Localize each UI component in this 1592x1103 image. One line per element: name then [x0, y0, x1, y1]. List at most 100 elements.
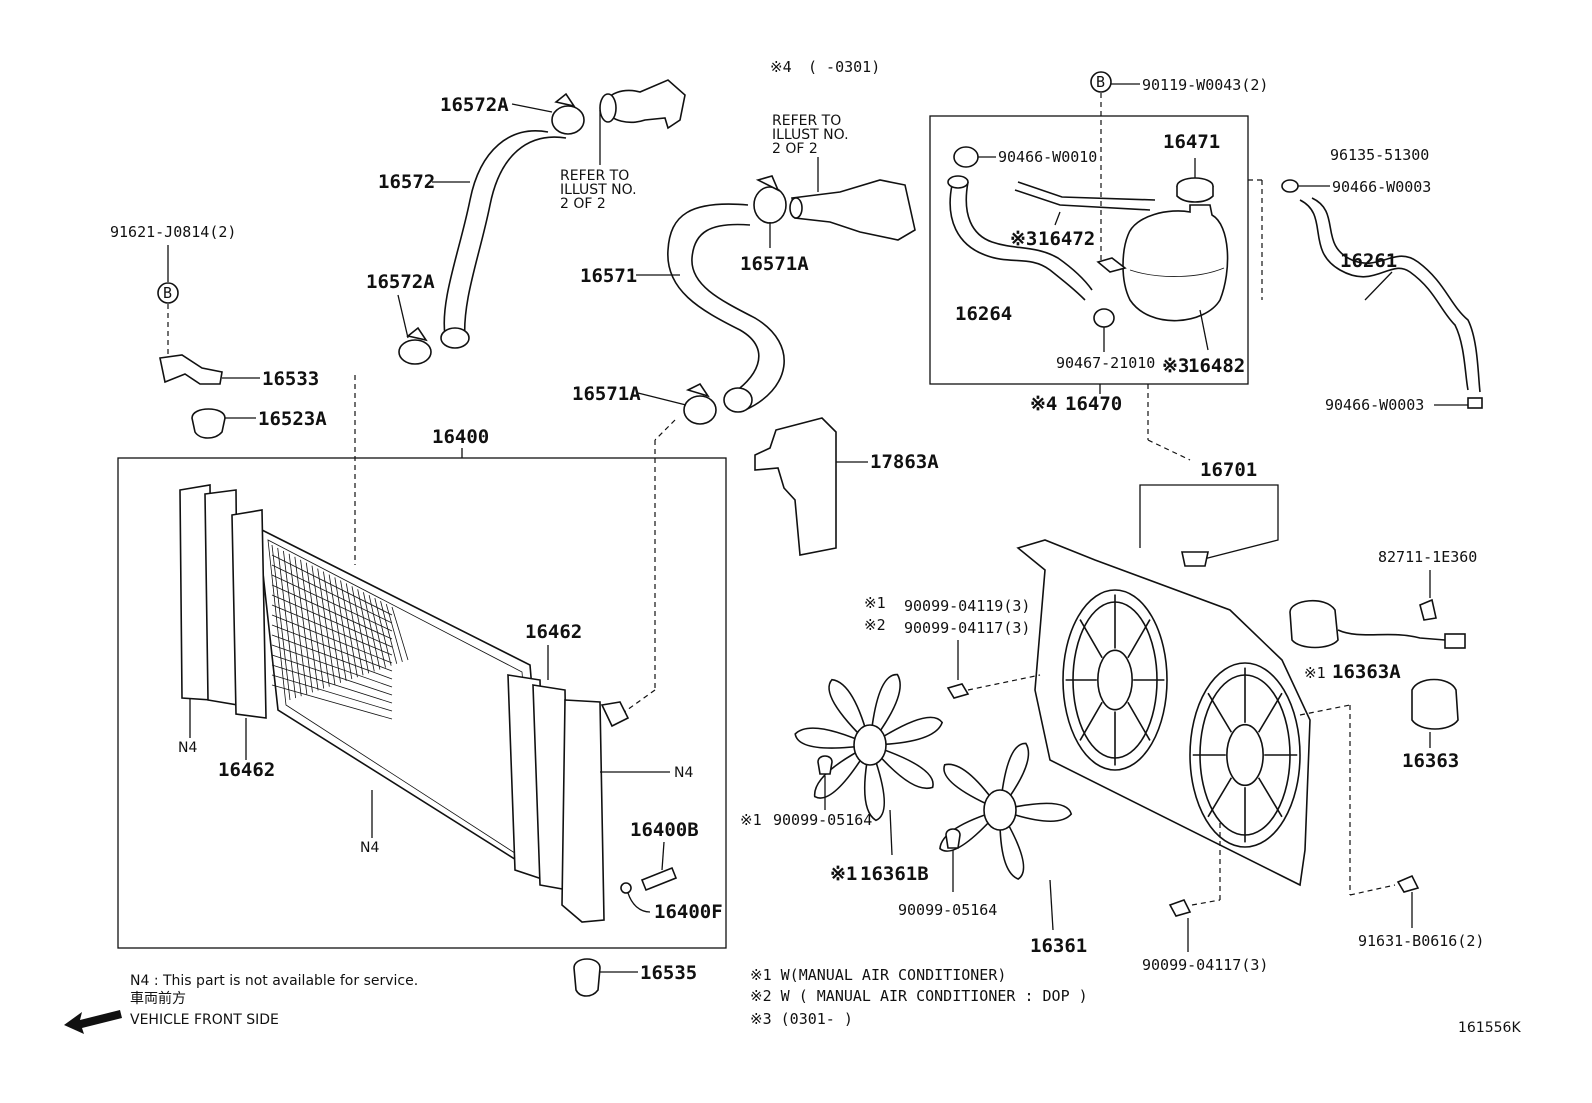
- footnote-n4: N4 : This part is not available for serv…: [130, 973, 418, 989]
- label-16462-right: 16462: [525, 621, 582, 643]
- label-n4-right: N4: [674, 765, 693, 781]
- screw-90099-04117b[interactable]: [1168, 899, 1192, 917]
- clamp-90466-W0003-top[interactable]: [1281, 179, 1299, 193]
- clamp-90466-W0003-low[interactable]: [1467, 397, 1483, 409]
- header-note4-range: ( -0301): [808, 58, 880, 76]
- fan-motor-16363[interactable]: [1411, 678, 1459, 730]
- label-16482-mark: ※3: [1162, 355, 1189, 377]
- refer-lower-line2: ILLUST NO.: [772, 127, 849, 143]
- hose-16264[interactable]: [949, 184, 1086, 301]
- cushion-16523A[interactable]: [191, 408, 226, 439]
- header-note4-mark: ※4: [770, 58, 792, 76]
- label-16523A: 16523A: [258, 408, 327, 430]
- label-90099-05164a: 90099-05164: [773, 811, 872, 829]
- label-90099-04119-mark: ※1: [864, 594, 886, 612]
- nut-90099-05164a[interactable]: [817, 755, 833, 775]
- clamp-16572A-low[interactable]: [398, 339, 432, 365]
- refer-upper-line2: ILLUST NO.: [560, 182, 637, 198]
- front-arrow-icon: [64, 1010, 122, 1034]
- label-16571A-top: 16571A: [740, 253, 809, 275]
- lower-hose-group: [667, 175, 916, 425]
- cushion-16535[interactable]: [573, 958, 601, 997]
- label-90099-05164a-mark: ※1: [740, 811, 762, 829]
- label-90466-W0003-top: 90466-W0003: [1332, 178, 1431, 196]
- ref-mark-b-right-text: B: [1096, 73, 1105, 91]
- label-16571A-low: 16571A: [572, 383, 641, 405]
- label-17863A: 17863A: [870, 451, 939, 473]
- ref-mark-b-right: [1090, 71, 1112, 93]
- clamp-16572A-top[interactable]: [551, 105, 585, 135]
- fan-motor-16363A[interactable]: [1289, 599, 1339, 649]
- label-90099-04117b: 90099-04117(3): [1142, 956, 1268, 974]
- footnote-front-en: VEHICLE FRONT SIDE: [130, 1012, 279, 1028]
- hose-16571[interactable]: [667, 203, 760, 396]
- bracket-16533[interactable]: [159, 354, 223, 385]
- fan-shroud-clip[interactable]: [1181, 551, 1209, 567]
- label-n4-left: N4: [178, 740, 197, 756]
- label-16363A-mark: ※1: [1304, 664, 1326, 682]
- drain-cock-16400B[interactable]: [640, 866, 678, 892]
- label-16472-mark: ※3: [1010, 228, 1037, 250]
- clamp-16571A-low[interactable]: [683, 395, 717, 425]
- reservoir-tank-16482[interactable]: [1122, 204, 1229, 322]
- bolt-91631[interactable]: [1396, 874, 1420, 893]
- label-96135: 96135-51300: [1330, 146, 1429, 164]
- label-90467: 90467-21010: [1056, 354, 1155, 372]
- ref-mark-b-left: [157, 282, 179, 304]
- clamp-16571A-top[interactable]: [753, 186, 787, 224]
- label-16470-mark: ※4: [1030, 393, 1057, 415]
- label-16701: 16701: [1200, 459, 1257, 481]
- clamp-90467-21010[interactable]: [1093, 308, 1115, 328]
- hose-guard-17863A[interactable]: [754, 417, 837, 556]
- refer-note-lower: REFER TO ILLUST NO. 2 OF 2: [772, 113, 849, 192]
- refer-upper-line1: REFER TO: [560, 168, 629, 184]
- label-90466-W0003-low: 90466-W0003: [1325, 396, 1424, 414]
- label-16400: 16400: [432, 426, 489, 448]
- right-tank: [561, 699, 605, 923]
- footnote-3: ※3 (0301- ): [750, 1010, 853, 1028]
- reservoir-assembly-box: [929, 115, 1249, 385]
- label-16361: 16361: [1030, 935, 1087, 957]
- label-16533: 16533: [262, 368, 319, 390]
- screw-90099-04117a[interactable]: [946, 683, 970, 699]
- drawing-id: 161556K: [1458, 1020, 1521, 1036]
- oring-16400F[interactable]: [620, 882, 632, 894]
- label-16572: 16572: [378, 171, 435, 193]
- hose-16261[interactable]: [1299, 199, 1469, 391]
- label-n4-core: N4: [360, 840, 379, 856]
- refer-lower-line1: REFER TO: [772, 113, 841, 129]
- label-16470: 16470: [1065, 393, 1122, 415]
- label-16482: 16482: [1188, 355, 1245, 377]
- clamp-90466-W0010[interactable]: [953, 146, 979, 168]
- label-91621: 91621-J0814(2): [110, 223, 236, 241]
- nut-90099-05164b[interactable]: [945, 828, 961, 849]
- label-16471: 16471: [1163, 131, 1220, 153]
- hose-16572[interactable]: [443, 130, 549, 336]
- refer-note-upper: REFER TO ILLUST NO. 2 OF 2: [560, 110, 637, 212]
- label-16572A-low: 16572A: [366, 271, 435, 293]
- fan-blade-16361[interactable]: [939, 742, 1073, 880]
- radiator-assembly-box: [117, 457, 727, 949]
- refer-upper-line3: 2 OF 2: [560, 196, 606, 212]
- label-90099-05164b: 90099-05164: [898, 901, 997, 919]
- radiator-core[interactable]: [179, 484, 630, 923]
- water-inlet-ref: [791, 179, 916, 241]
- hose-16472[interactable]: [1014, 189, 1151, 211]
- fan-blade-16361B[interactable]: [794, 673, 944, 822]
- connector-82711[interactable]: [1444, 633, 1466, 649]
- footnote-1: ※1 W(MANUAL AIR CONDITIONER): [750, 966, 1006, 984]
- label-90099-04119: 90099-04119(3): [904, 597, 1030, 615]
- footnote-2: ※2 W ( MANUAL AIR CONDITIONER : DOP ): [750, 987, 1088, 1005]
- label-16400B: 16400B: [630, 819, 699, 841]
- label-91631: 91631-B0616(2): [1358, 932, 1484, 950]
- seal-16462-left: [231, 509, 267, 719]
- label-90466-W0010: 90466-W0010: [998, 148, 1097, 166]
- water-outlet-ref: [604, 79, 686, 130]
- label-16261: 16261: [1340, 250, 1397, 272]
- ref-mark-b-left-text: B: [163, 284, 172, 302]
- label-16400F: 16400F: [654, 901, 723, 923]
- label-90099-04117a: 90099-04117(3): [904, 619, 1030, 637]
- label-90119: 90119-W0043(2): [1142, 76, 1268, 94]
- label-16363: 16363: [1402, 750, 1459, 772]
